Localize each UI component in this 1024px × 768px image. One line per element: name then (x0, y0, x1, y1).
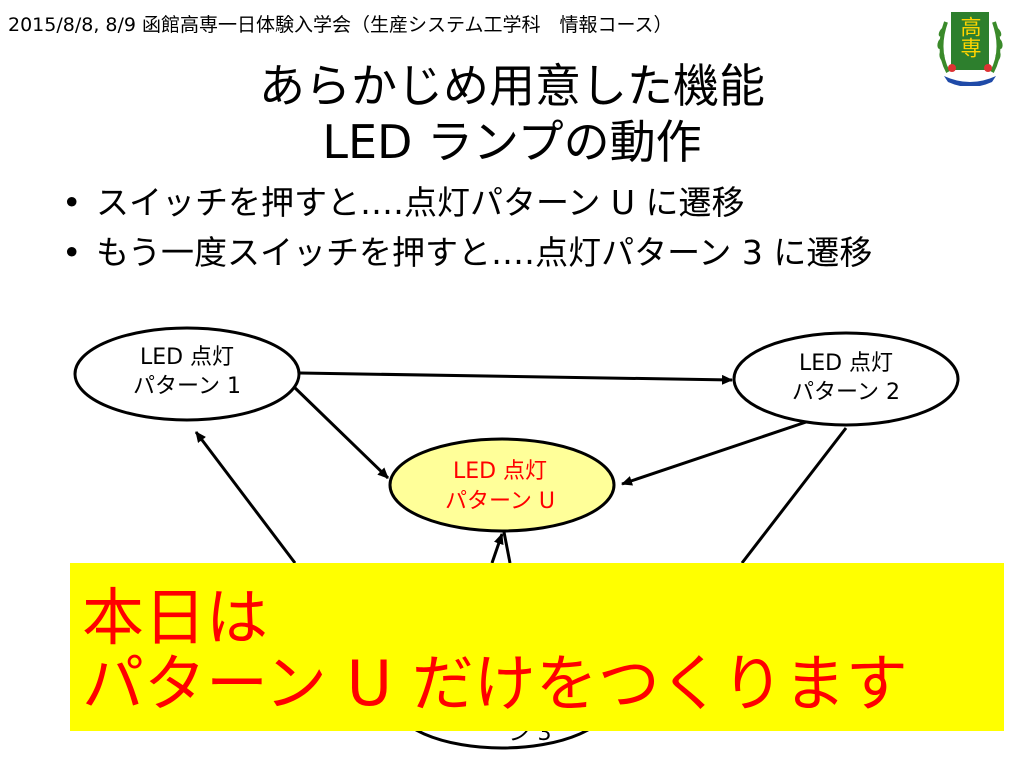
node-label-line2: パターン 1 (133, 374, 241, 399)
callout-box: 本日は パターン U だけをつくります (70, 563, 1004, 731)
bullet-text: スイッチを押すと‥‥点灯パターン U に遷移 (96, 183, 745, 222)
bullet-item: • スイッチを押すと‥‥点灯パターン U に遷移 (62, 178, 872, 228)
node-label-line1: LED 点灯 (453, 459, 547, 484)
callout-line1: 本日は (82, 581, 269, 654)
edge-p1-to-p2 (299, 371, 733, 385)
emblem-text: 高専 (958, 16, 982, 58)
node-pattern-u: LED 点灯 パターン U (388, 437, 616, 533)
bullet-item: • もう一度スイッチを押すと‥‥点灯パターン 3 に遷移 (62, 228, 872, 278)
school-emblem-icon: 高専 (937, 12, 1003, 86)
node-label-line2: パターン U (445, 489, 555, 514)
edge-pu-to-p3 (502, 531, 512, 564)
bullet-dot-icon: • (62, 183, 82, 222)
edge-p3-to-pu (490, 533, 504, 564)
node-pattern-1: LED 点灯 パターン 1 (73, 326, 301, 422)
node-label-line2: パターン 2 (792, 380, 900, 405)
bullet-list: • スイッチを押すと‥‥点灯パターン U に遷移 • もう一度スイッチを押すと‥‥点… (62, 178, 872, 278)
node-label-line1: LED 点灯 (140, 345, 234, 370)
edge-p2-to-pu (621, 416, 819, 486)
node-label-line1: LED 点灯 (799, 351, 893, 376)
edge-p1-to-pu (290, 383, 390, 480)
edge-p2-to-p3 (740, 427, 848, 564)
slide-header: 2015/8/8, 8/9 函館高専一日体験入学会（生産システム工学科 情報コー… (8, 14, 673, 36)
edge-p3-to-p1 (194, 431, 297, 564)
bullet-dot-icon: • (62, 233, 82, 272)
node-pattern-2: LED 点灯 パターン 2 (732, 331, 960, 427)
slide-title-line2: LED ランプの動作 (322, 115, 702, 169)
callout-line2: パターン U だけをつくります (82, 647, 908, 720)
slide-title-line1: あらかじめ用意した機能 (259, 59, 765, 113)
bullet-text: もう一度スイッチを押すと‥‥点灯パターン 3 に遷移 (96, 233, 873, 272)
